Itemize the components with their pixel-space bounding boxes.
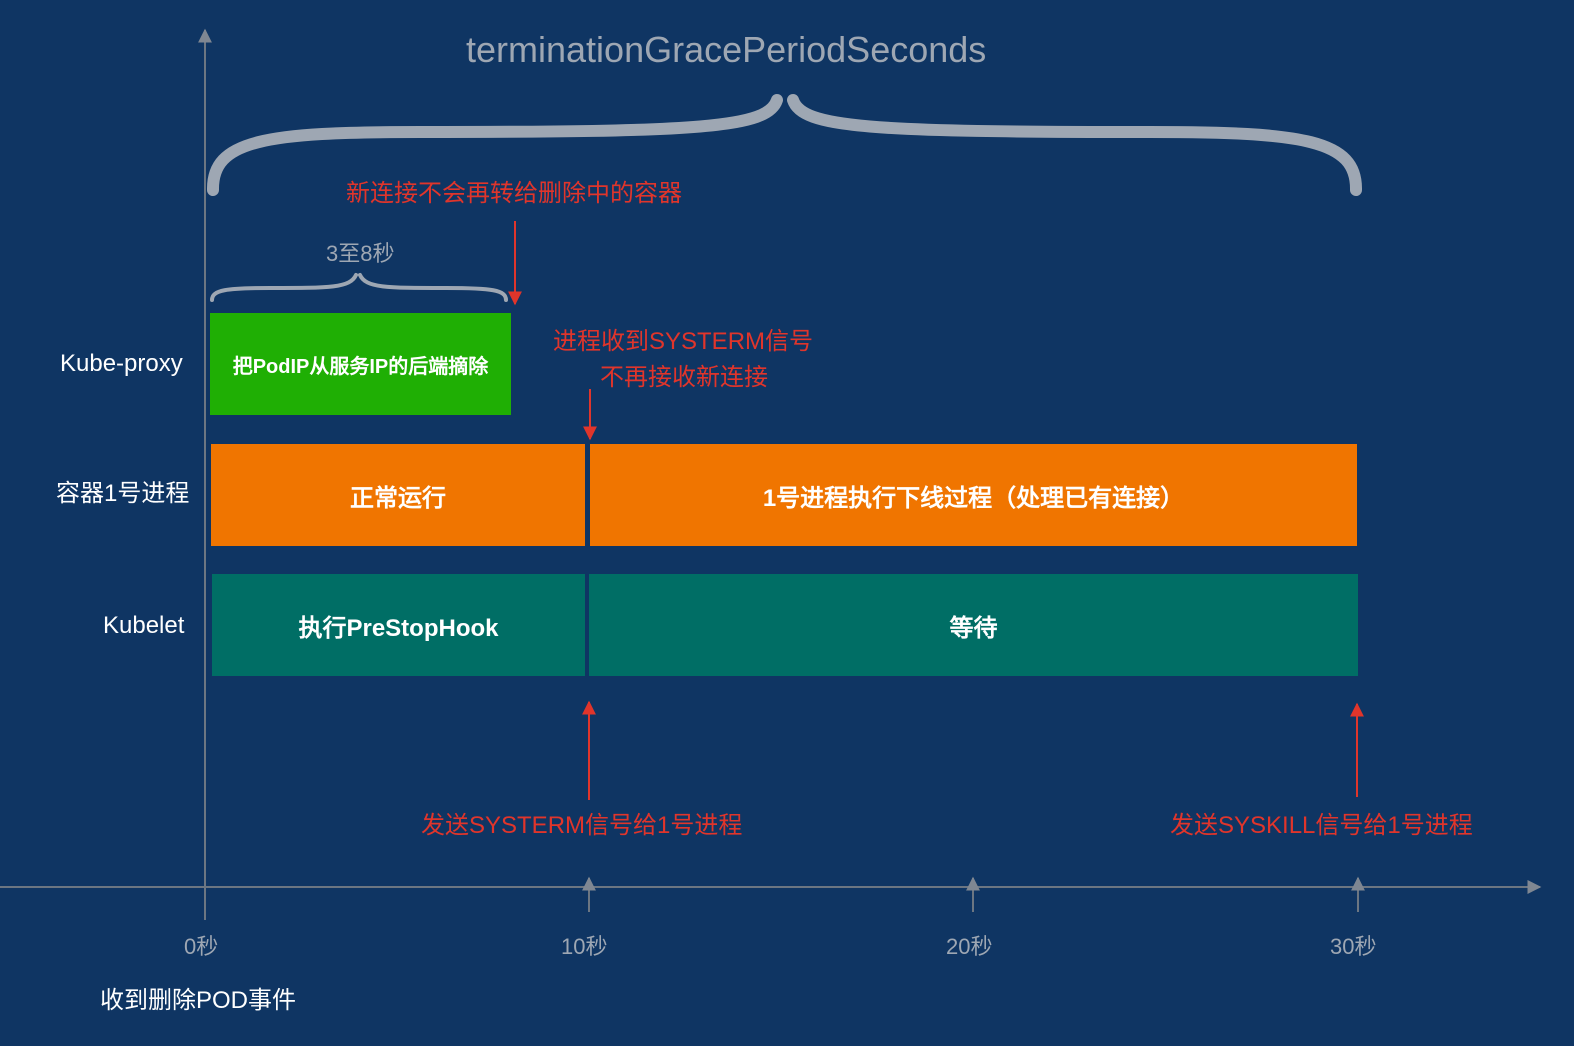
axis-tick-label-0s: 0秒 [184,934,219,959]
container-box2-text: 1号进程执行下线过程（处理已有连接） [762,484,1185,512]
row-label-container-process: 容器1号进程 [56,480,190,507]
axis-tick-label-10s: 10秒 [561,934,608,959]
process-received-note-line2: 不再接收新连接 [600,364,768,391]
kubelet-box1-text: 执行PreStopHook [298,614,499,642]
container-shutdown-process-box: 1号进程执行下线过程（处理已有连接） [590,444,1357,546]
kubelet-prestophook-box: 执行PreStopHook [212,574,585,676]
row-label-kube-proxy: Kube-proxy [60,350,183,377]
small-brace [210,273,508,302]
kube-proxy-box-text: 把PodIP从服务IP的后端摘除 [232,355,489,378]
new-connections-note: 新连接不会再转给删除中的容器 [346,180,682,207]
large-brace [206,94,1363,196]
send-syskill-note: 发送SYSKILL信号给1号进程 [1170,812,1473,839]
axis-tick-label-30s: 30秒 [1330,934,1377,959]
receive-delete-pod-event-label: 收到删除POD事件 [100,987,297,1014]
axis-tick-label-20s: 20秒 [946,934,993,959]
process-received-note-line1: 进程收到SYSTERM信号 [553,328,814,355]
kubelet-wait-box: 等待 [589,574,1358,676]
send-systerm-note: 发送SYSTERM信号给1号进程 [421,812,743,839]
termination-grace-period-title: terminationGracePeriodSeconds [466,29,987,70]
row-label-kubelet: Kubelet [103,612,185,639]
container-box1-text: 正常运行 [350,484,446,512]
kubelet-box2-text: 等待 [949,614,998,642]
kube-proxy-remove-podip-box: 把PodIP从服务IP的后端摘除 [210,313,511,415]
three-to-eight-seconds-label: 3至8秒 [326,241,395,266]
container-normal-running-box: 正常运行 [211,444,585,546]
